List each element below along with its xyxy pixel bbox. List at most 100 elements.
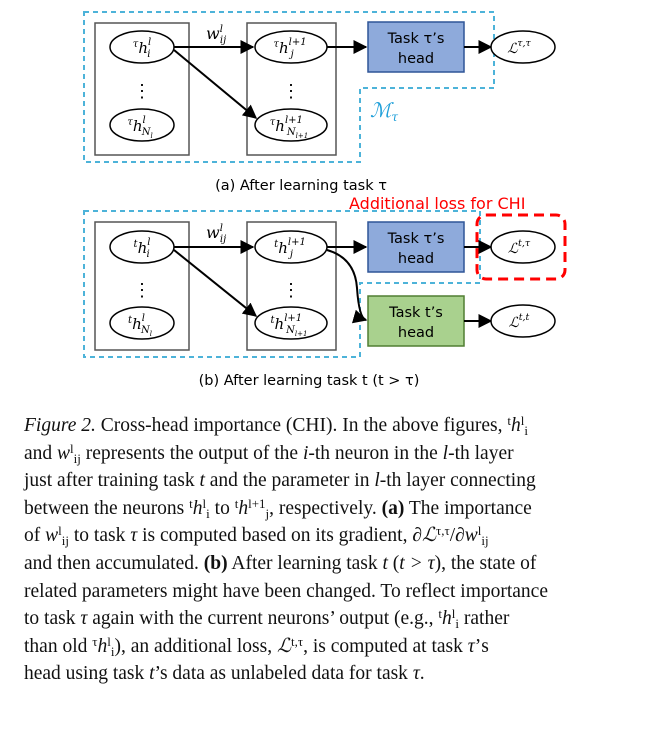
caption-run: related parameters might have been chang…	[24, 580, 548, 602]
task-tau-head	[367, 21, 465, 73]
caption-line: just after training task t and the param…	[24, 467, 626, 495]
task-t-head	[367, 295, 465, 347]
caption-run: l	[202, 495, 207, 511]
caption-run: h	[97, 635, 108, 657]
caption-line: and then accumulated. (b) After learning…	[24, 550, 626, 578]
layer-l-box	[94, 22, 190, 156]
task-tau-head	[367, 221, 465, 273]
caption-run: t > τ	[399, 552, 435, 574]
caption-run: w	[45, 525, 59, 547]
task-tau-head-label: Task τ’s	[387, 31, 445, 47]
caption-run: is computed based on its gradient,	[137, 525, 413, 547]
caption-line: between the neurons thli to thl+1j, resp…	[24, 495, 626, 523]
caption-line: to task τ again with the current neurons…	[24, 605, 626, 633]
caption-run: l	[107, 633, 111, 649]
caption-run: /∂	[449, 525, 465, 547]
caption-run: again with the current neurons’ output (…	[87, 608, 439, 630]
task-tau-head-label: Task τ’s	[387, 231, 445, 247]
caption-run: between the neurons	[24, 497, 190, 519]
caption-run: l	[70, 440, 74, 456]
caption-run: ℒ	[276, 635, 292, 657]
caption-run: τ	[92, 633, 98, 649]
caption-run: l	[477, 523, 482, 539]
caption-run: h	[192, 497, 203, 519]
caption-run: i	[455, 616, 460, 632]
caption-line: of wlij to task τ is computed based on i…	[24, 522, 626, 550]
caption-run: ), an additional loss,	[114, 635, 277, 657]
caption-run: to task	[69, 525, 131, 547]
additional-loss-annotation: Additional loss for CHI	[349, 194, 525, 213]
caption-run: t	[382, 552, 388, 574]
caption-run: h	[238, 497, 249, 519]
caption-run: l	[520, 413, 525, 428]
model-boundary-dashed	[83, 210, 481, 358]
caption-run: τ	[412, 663, 420, 685]
caption-line: head using task t’s data as unlabeled da…	[24, 660, 626, 688]
caption-run: .	[419, 663, 425, 685]
caption-run: i	[524, 423, 529, 438]
caption-run: rather	[459, 608, 510, 630]
caption-run: w	[57, 442, 71, 464]
weight-arrow	[173, 249, 258, 317]
caption-run: than old	[24, 635, 93, 657]
loss-node	[490, 230, 556, 264]
caption-run: just after training task	[24, 470, 200, 492]
caption-run: , is computed at task	[303, 635, 468, 657]
caption-run: head using task	[24, 663, 150, 685]
caption-label: Figure 2.	[24, 415, 96, 436]
caption-run: i	[302, 442, 309, 464]
panel-a-caption: (a) After learning task τ	[215, 178, 387, 194]
layer-l1-box	[246, 22, 337, 156]
caption-run: t	[507, 413, 512, 428]
caption-run: ∂ℒ	[412, 525, 437, 547]
caption-run: l	[58, 523, 62, 539]
panel-b-caption: (b) After learning task t (t > τ)	[199, 373, 420, 389]
caption-run: Cross-head importance (CHI). In the abov…	[95, 415, 508, 436]
caption-run: i	[110, 643, 115, 659]
layer-l1-box	[246, 221, 337, 351]
loss-label: ℒτ,τ	[507, 38, 531, 57]
caption-run: l	[451, 606, 456, 622]
layer-l-box	[94, 221, 190, 351]
caption-run: ), the state of	[434, 552, 537, 574]
caption-run: -th layer	[448, 442, 514, 464]
task-tau-head-label: head	[398, 251, 434, 267]
caption-line: and wlij represents the output of the i-…	[24, 440, 626, 468]
caption-run: -th neuron in the	[308, 442, 443, 464]
caption-run: l	[374, 470, 380, 492]
head-arrow	[326, 249, 368, 324]
caption-run: and then accumulated.	[24, 552, 204, 574]
model-boundary-dashed	[83, 11, 495, 163]
caption-run: ’s	[474, 635, 489, 657]
caption-line: related parameters might have been chang…	[24, 578, 626, 606]
task-t-head-label: Task t’s	[388, 305, 443, 321]
caption-run: -th layer connecting	[379, 470, 536, 492]
caption-run: t	[149, 663, 155, 685]
caption-run: , respectively.	[269, 497, 382, 519]
caption-run: to	[209, 497, 235, 519]
caption-run: τ,τ	[436, 523, 450, 539]
caption-run: After learning task	[227, 552, 383, 574]
vertical-dots: ⋮	[282, 81, 300, 101]
task-t-head-label: head	[398, 325, 434, 341]
loss-label: ℒt,t	[509, 312, 530, 331]
caption-run: The importance	[404, 497, 532, 519]
loss-node	[490, 304, 556, 338]
vertical-dots: ⋮	[133, 280, 151, 300]
caption-run: τ	[80, 608, 88, 630]
caption-run: and the parameter in	[204, 470, 375, 492]
loss-label: ℒt,τ	[508, 238, 531, 257]
neuron-n1-node	[254, 108, 328, 142]
caption-run: ij	[481, 533, 489, 549]
neuron-n-node	[109, 306, 175, 340]
caption-run: to task	[24, 608, 81, 630]
caption-run: of	[24, 525, 46, 547]
